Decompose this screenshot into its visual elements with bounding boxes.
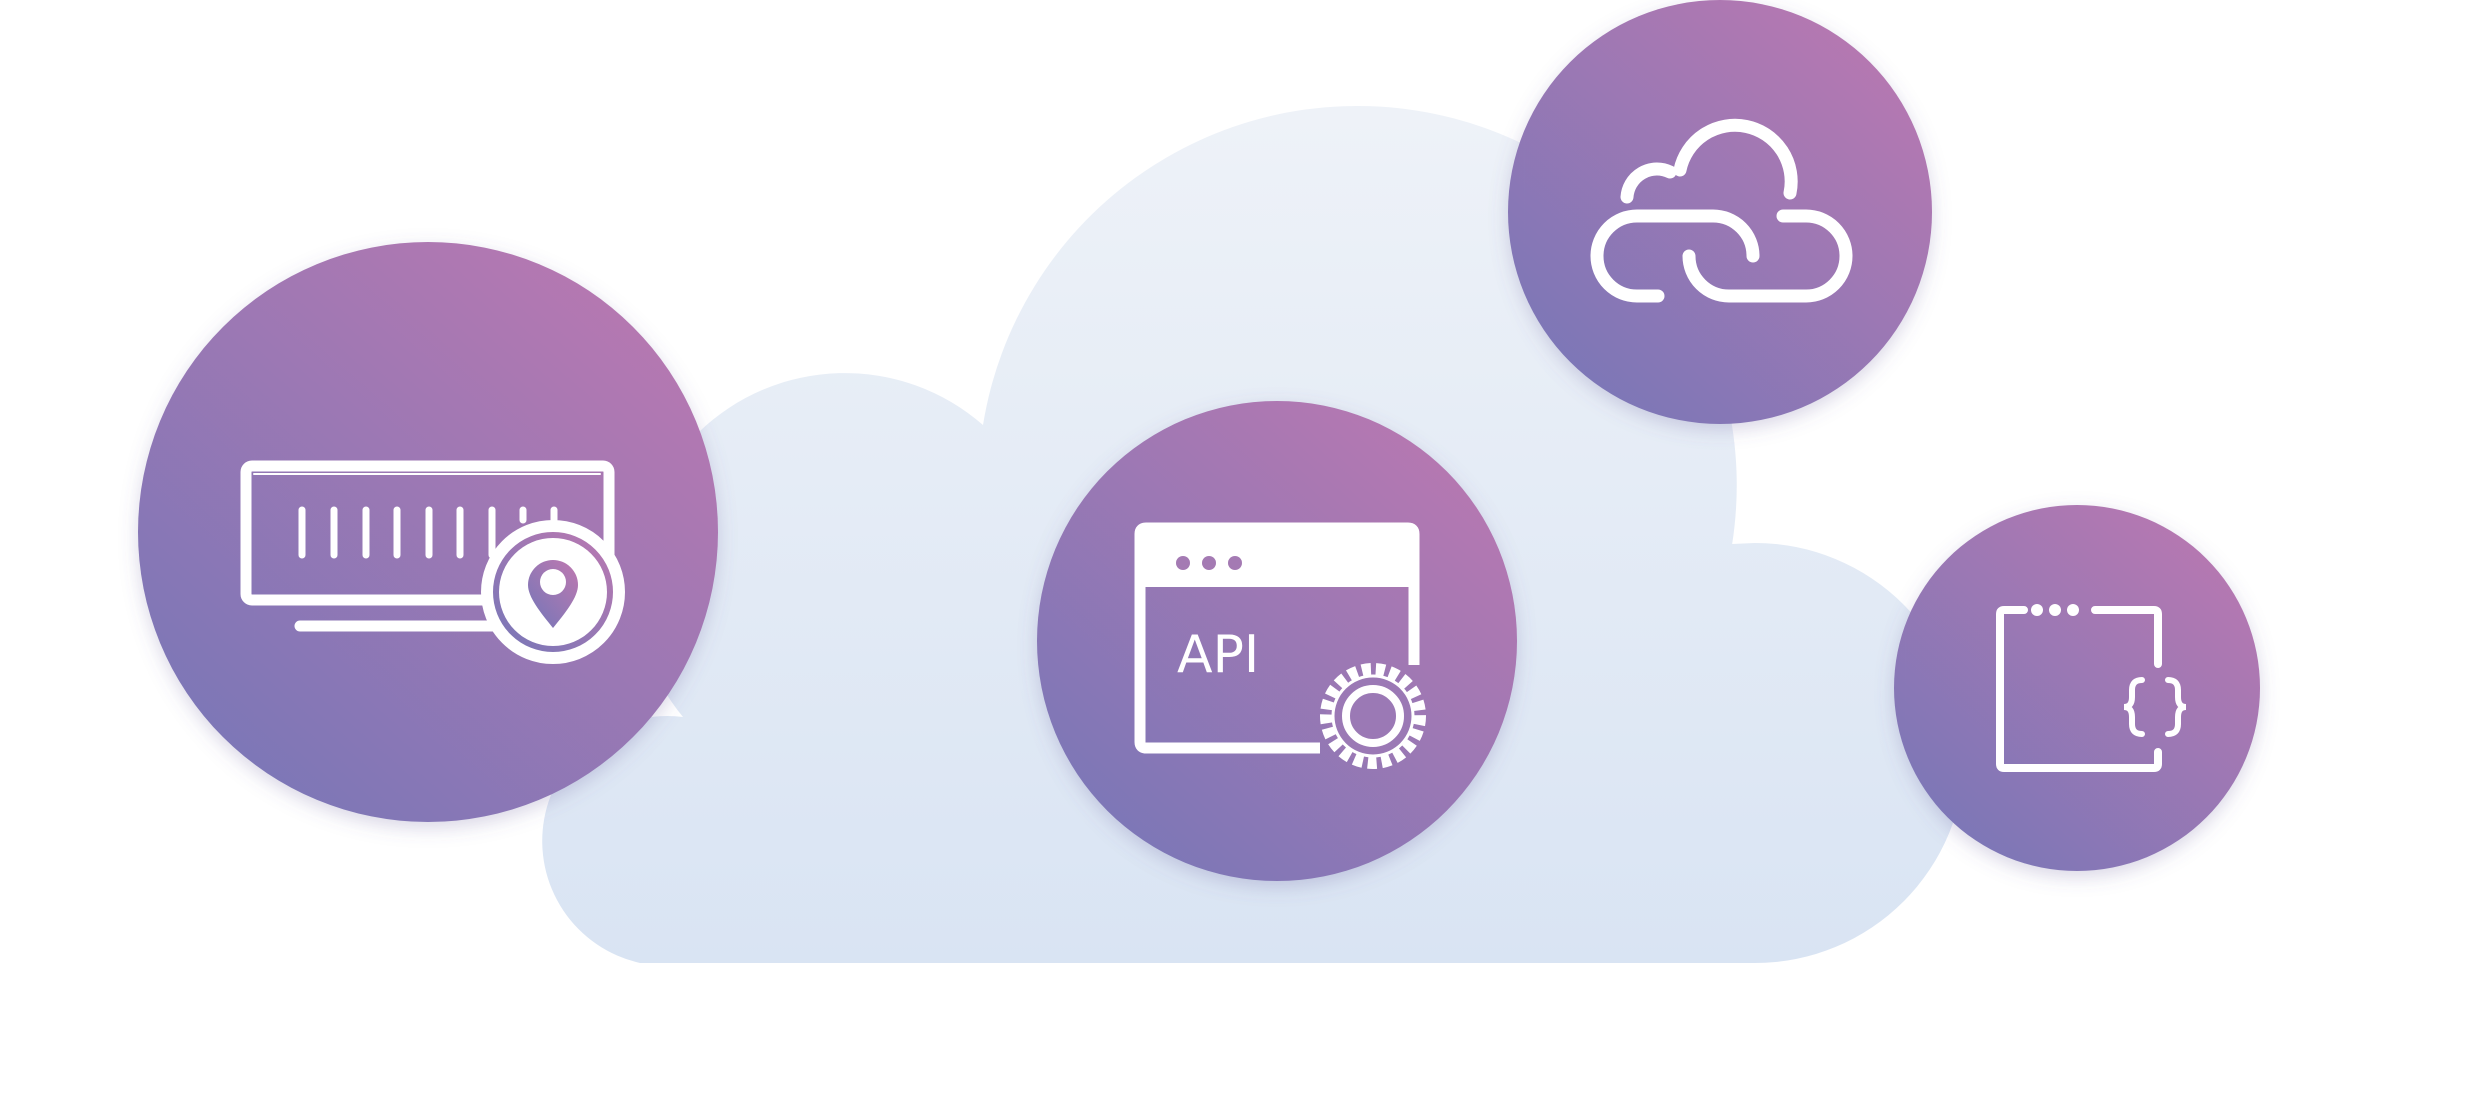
gear-icon <box>1320 663 1426 769</box>
api-label: API <box>1177 625 1259 685</box>
window-dot-icon <box>1228 556 1242 570</box>
window-dot-icon <box>1176 556 1190 570</box>
cloud-link-icon <box>1590 118 1853 303</box>
code-window-icon <box>1996 604 2187 772</box>
api-settings-icon: API <box>1134 522 1426 769</box>
code-window-badge <box>1894 505 2260 871</box>
window-dot-icon <box>1202 556 1216 570</box>
server-location-icon <box>240 460 625 664</box>
api-settings-badge <box>1037 401 1517 881</box>
